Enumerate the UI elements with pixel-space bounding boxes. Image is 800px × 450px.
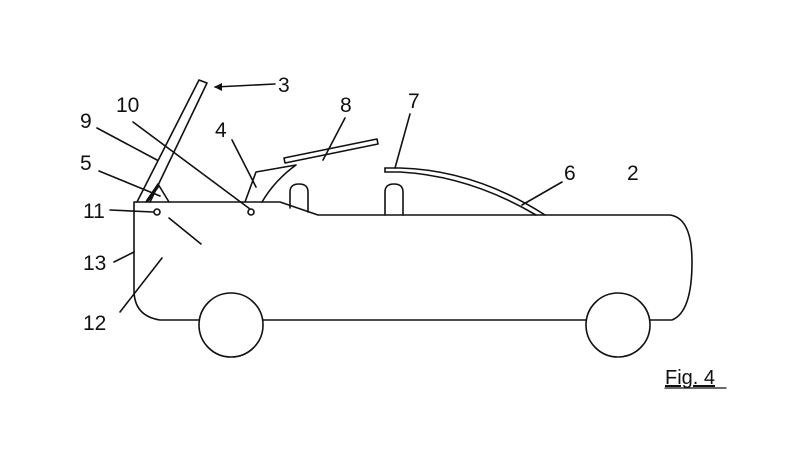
label-4: 4	[215, 119, 227, 142]
part-12	[168, 217, 202, 245]
part-4	[244, 164, 297, 203]
label-9: 9	[80, 110, 92, 133]
roof-frame-7	[384, 167, 546, 216]
roof-part-8	[283, 138, 379, 164]
label-6: 6	[564, 162, 576, 185]
roof-panel-3	[136, 79, 208, 203]
label-2: 2	[627, 162, 639, 185]
label-12: 12	[83, 312, 106, 335]
front-seat	[289, 183, 309, 213]
label-13: 13	[83, 252, 106, 275]
rear-seat	[384, 183, 404, 216]
label-10: 10	[116, 94, 139, 117]
pivot-10	[247, 208, 255, 216]
front-wheel	[198, 292, 264, 358]
pivot-11	[153, 208, 161, 216]
leader-lines	[96, 83, 563, 313]
label-3: 3	[278, 74, 290, 97]
figure-caption: Fig. 4	[665, 367, 715, 389]
rear-wheel	[585, 292, 651, 358]
label-11: 11	[83, 200, 105, 223]
car-body	[133, 201, 693, 321]
label-7: 7	[408, 90, 420, 113]
label-5: 5	[80, 152, 92, 175]
label-8: 8	[340, 94, 352, 117]
